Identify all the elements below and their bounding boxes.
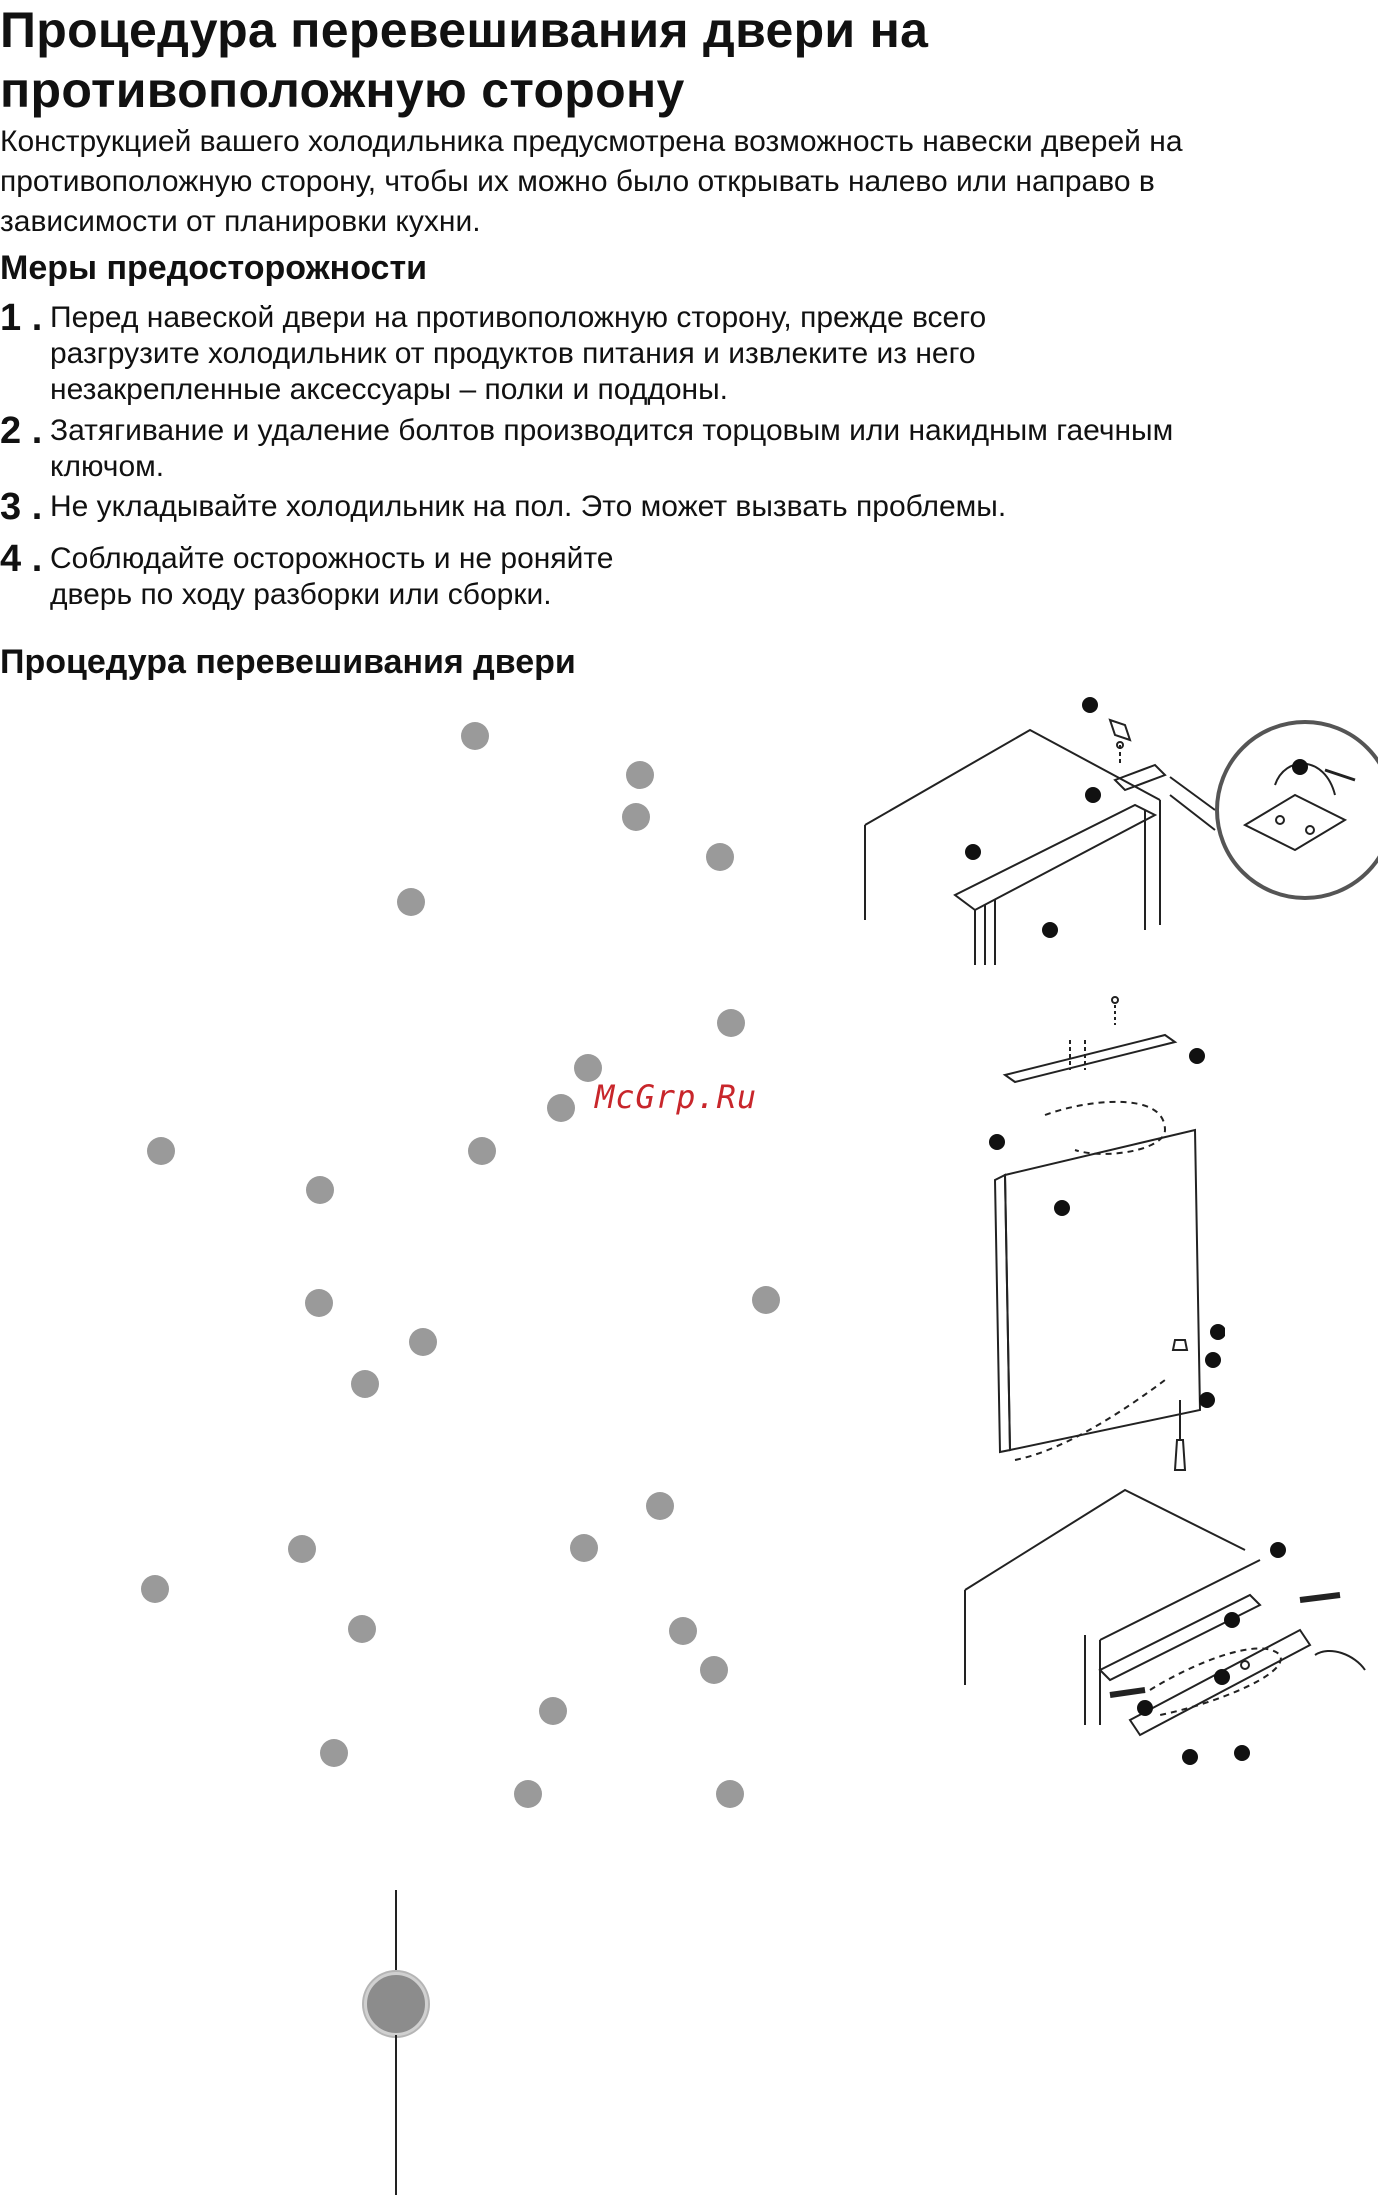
step-marker: [351, 1370, 379, 1398]
page-title: Процедура перевешивания двери на противо…: [0, 2, 929, 118]
step-marker: [514, 1780, 542, 1808]
step-marker: [716, 1780, 744, 1808]
step-marker: [700, 1656, 728, 1684]
watermark: McGrp.Ru: [595, 1078, 758, 1116]
step-marker: [348, 1615, 376, 1643]
step-text: Перед навеской двери на противоположную …: [50, 301, 987, 406]
page-number-marker: [364, 1972, 428, 2036]
step-marker: [622, 803, 650, 831]
lower-hinge-illustration: [964, 1488, 1366, 1765]
procedure-heading: Процедура перевешивания двери: [0, 643, 576, 681]
precautions-heading: Меры предосторожности: [0, 249, 427, 287]
step-marker: [409, 1328, 437, 1356]
step-marker: [461, 722, 489, 750]
step-marker: [305, 1289, 333, 1317]
hinge-removal-illustration: [864, 697, 1378, 965]
step-marker: [646, 1492, 674, 1520]
step-number: 2 .: [0, 410, 43, 452]
page-divider-top: [395, 1890, 397, 1970]
step-text: Затягивание и удаление болтов производит…: [50, 414, 1174, 483]
step-marker: [539, 1697, 567, 1725]
step-marker: [320, 1739, 348, 1767]
step-number: 4 .: [0, 538, 43, 580]
step-marker: [306, 1176, 334, 1204]
step-text: Не укладывайте холодильник на пол. Это м…: [50, 490, 1007, 523]
page-divider-bottom: [395, 2035, 397, 2195]
step-marker: [288, 1535, 316, 1563]
step-marker: [626, 761, 654, 789]
step-marker: [547, 1094, 575, 1122]
step-marker: [717, 1009, 745, 1037]
step-marker: [147, 1137, 175, 1165]
step-marker: [570, 1534, 598, 1562]
step-text: Соблюдайте осторожность и не роняйте две…: [50, 542, 614, 611]
step-marker: [669, 1617, 697, 1645]
step-marker: [468, 1137, 496, 1165]
step-marker: [706, 843, 734, 871]
intro-paragraph: Конструкцией вашего холодильника предусм…: [0, 125, 1183, 238]
step-number: 1 .: [0, 297, 43, 339]
step-marker: [141, 1575, 169, 1603]
step-marker: [752, 1286, 780, 1314]
door-removal-illustration: [989, 996, 1225, 1471]
step-marker: [397, 888, 425, 916]
step-number: 3 .: [0, 486, 43, 528]
